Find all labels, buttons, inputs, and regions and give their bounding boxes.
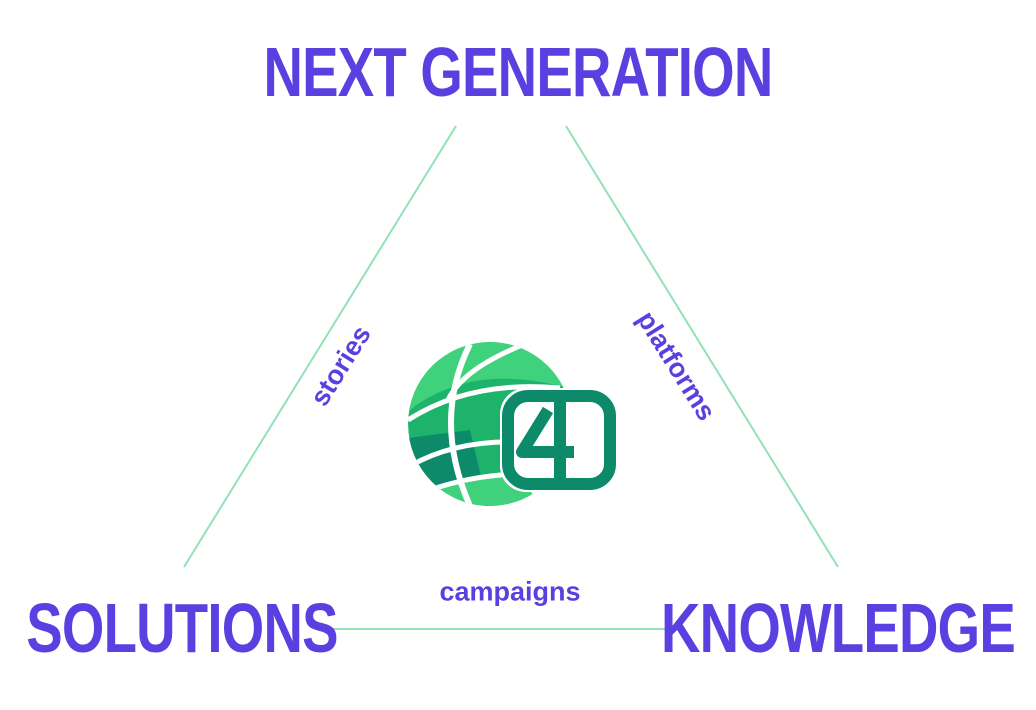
node-solutions: SOLUTIONS: [26, 589, 338, 667]
edge-line-left: [183, 125, 457, 568]
node-next-generation: NEXT GENERATION: [263, 33, 773, 111]
edge-label-campaigns: campaigns: [439, 576, 581, 607]
g4-mark-icon: [500, 388, 618, 492]
node-knowledge: KNOWLEDGE: [661, 589, 1016, 667]
edge-line-right: [565, 125, 839, 568]
